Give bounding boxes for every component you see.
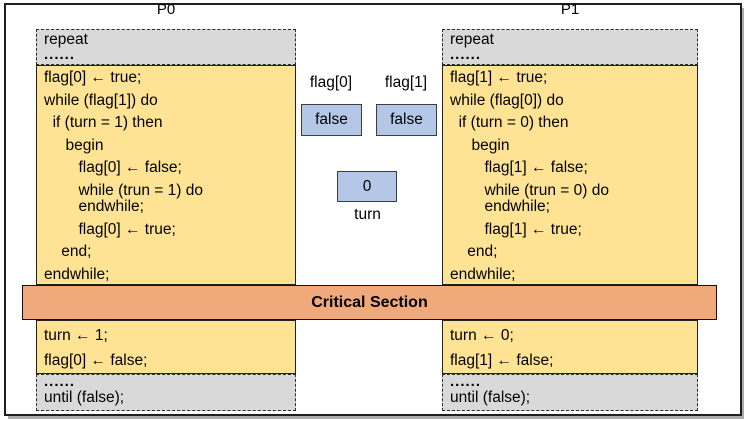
code-line-group: end; [44,243,295,261]
code-line: if (turn = 0) then [450,114,569,131]
code-line-group: flag[0] ← true; [44,220,295,239]
p0-repeat-section: repeat...... [36,29,296,65]
code-line-group: flag[0] ← false; [44,351,295,370]
process-title-p0: P0 [156,1,176,18]
code-line: flag[0] ← false; [44,351,148,369]
code-line-group: endwhile; [44,265,295,284]
code-line-group: if (turn = 0) then [450,114,697,132]
code-line-group: flag[1] ← false; [450,159,697,177]
code-line: flag[0] ← true; [44,220,176,238]
code-line: repeat [44,31,88,48]
code-line-group: repeat [450,31,697,49]
code-line: flag[1] ← false; [450,351,554,369]
turn-label: turn [354,206,381,223]
code-line-group: flag[1] ← false; [450,351,697,370]
code-line-group: flag[1] ← true; [450,69,697,87]
code-line: flag[0] ← false; [44,159,182,176]
code-line: turn ← 1; [44,327,108,344]
process-column-p1: repeat...... flag[1] ← true; while (flag[… [442,29,698,411]
p0-until-section: ......until (false); [36,374,296,411]
critical-section-bar: Critical Section [22,285,717,320]
code-line: endwhile; [44,265,110,283]
p1-until-section: ......until (false); [442,374,698,411]
code-line-group: turn ← 0; [450,327,697,345]
flag0-label: flag[0] [309,74,353,91]
code-line-group: ...... [450,45,697,63]
code-line-group: begin [44,136,295,155]
code-line: flag[1] ← false; [450,159,588,176]
code-line-group: while (flag[1]) do [44,91,295,110]
code-line-group: until (false); [44,389,295,407]
flag0-value-box: false [301,104,362,136]
code-line-group: turn ← 1; [44,327,295,345]
code-line-group: if (turn = 1) then [44,114,295,132]
flag1-label: flag[1] [384,74,428,91]
turn-value-box: 0 [337,171,397,202]
code-line: while (trun = 0) do [450,181,609,199]
code-line-group: endwhile; [450,265,697,284]
code-line: end; [44,243,92,260]
code-line-group: flag[1] ← true; [450,220,697,239]
code-line-group: repeat [44,31,295,49]
code-line-group: until (false); [450,389,697,407]
code-line: if (turn = 1) then [44,114,163,131]
code-line: while (trun = 1) do [44,181,203,199]
code-line: begin [450,136,510,154]
code-line: ...... [450,373,482,390]
code-line-group: ...... [450,373,697,390]
code-line: turn ← 0; [450,327,514,344]
code-line-group: while (trun = 0) do endwhile; [450,181,697,216]
code-line: endwhile; [450,198,550,215]
process-title-p1: P1 [560,1,580,18]
code-line-group: end; [450,243,697,261]
p0-exit-code-section: turn ← 1; flag[0] ← false; [36,320,296,374]
code-line: until (false); [450,389,531,406]
code-line: endwhile; [44,198,144,215]
code-line-group: flag[0] ← true; [44,69,295,87]
code-line: flag[0] ← true; [44,69,142,86]
p1-exit-code-section: turn ← 0; flag[1] ← false; [442,320,698,374]
code-line-group: begin [450,136,697,155]
flag1-value-box: false [376,104,437,136]
p0-entry-code-section: flag[0] ← true; while (flag[1]) do if (tu… [36,65,296,285]
code-line-group: ...... [44,373,295,390]
code-line: end; [450,243,498,260]
code-line: until (false); [44,389,125,406]
code-line: begin [44,136,104,154]
code-line: while (flag[1]) do [44,91,158,109]
code-line: flag[1] ← true; [450,220,582,238]
code-line-group: flag[0] ← false; [44,159,295,177]
code-line: flag[1] ← true; [450,69,548,86]
code-line: while (flag[0]) do [450,91,564,109]
code-line: ...... [450,45,482,63]
code-line: endwhile; [450,265,516,283]
code-line-group: while (trun = 1) do endwhile; [44,181,295,216]
code-line-group: ...... [44,45,295,63]
p1-entry-code-section: flag[1] ← true; while (flag[0]) do if (tu… [442,65,698,285]
code-line: ...... [44,373,76,390]
process-column-p0: repeat...... flag[0] ← true; while (flag[… [36,29,296,411]
p1-repeat-section: repeat...... [442,29,698,65]
code-line: ...... [44,45,76,63]
code-line: repeat [450,31,494,48]
code-line-group: while (flag[0]) do [450,91,697,110]
